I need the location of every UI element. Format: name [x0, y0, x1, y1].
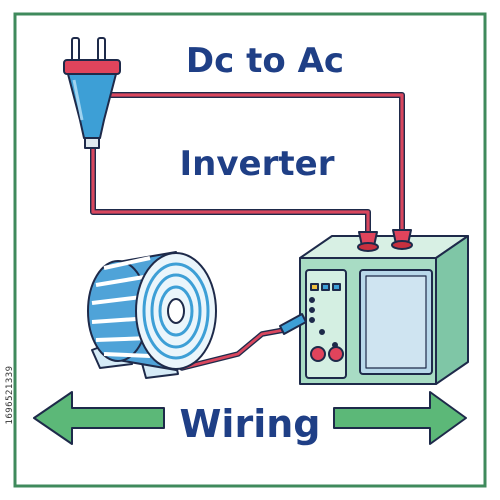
- title-line1: Dc to Ac: [186, 41, 344, 81]
- left-arrow-icon: [33, 391, 165, 445]
- stock-id: 1696521339: [5, 365, 15, 425]
- title-line2: Inverter: [180, 144, 335, 184]
- right-arrow-icon: [333, 391, 467, 445]
- power-plug-icon: [63, 37, 121, 149]
- electric-motor-icon: [87, 251, 217, 379]
- bottom-label: Wiring: [180, 402, 321, 446]
- stock-id-strip: 1696521339: [0, 310, 15, 500]
- wire-plug-to-inverter: [90, 92, 405, 235]
- inverter-box-icon: [299, 229, 469, 385]
